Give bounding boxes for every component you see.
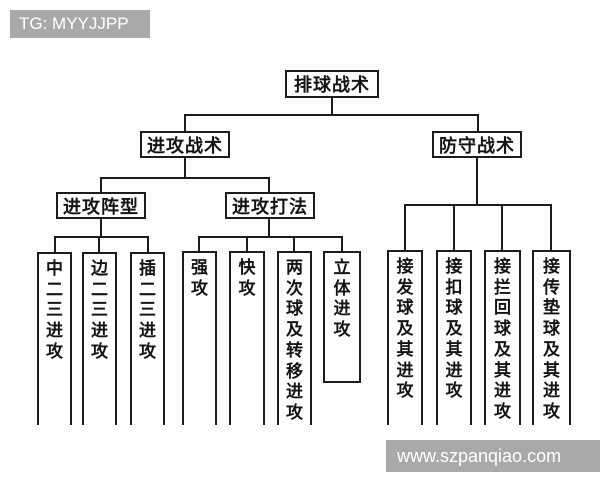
connector-line [453, 204, 455, 250]
connector-line [147, 236, 149, 252]
defense-leaf-box: 接扣球及其进攻 [436, 250, 472, 425]
defense-leaf-box: 接拦回球及其进攻 [484, 250, 521, 425]
connector-line [501, 204, 503, 250]
offense-playstyle-box: 进攻打法 [225, 192, 315, 219]
defense-leaf-label: 接传垫球及其进攻 [543, 257, 560, 423]
watermark-tg-text: TG: MYYJJPP [19, 14, 129, 33]
connector-line [198, 236, 343, 238]
defense-leaf-box: 接传垫球及其进攻 [532, 250, 571, 425]
watermark-site-text: www.szpanqiao.com [397, 445, 562, 466]
offense-tactics-label: 进攻战术 [147, 135, 223, 157]
defense-leaf-box: 接发球及其进攻 [387, 250, 423, 425]
connector-line [100, 177, 270, 179]
formation-leaf-box: 中二三进攻 [37, 252, 72, 425]
connector-line [246, 236, 248, 251]
playstyle-leaf-box: 立体进攻 [323, 251, 361, 383]
defense-tactics-box: 防守战术 [432, 131, 522, 158]
connector-line [331, 98, 333, 114]
defense-tactics-label: 防守战术 [439, 135, 515, 157]
playstyle-leaf-box: 强攻 [182, 251, 217, 425]
watermark-tg-badge: TG: MYYJJPP [10, 10, 150, 38]
defense-leaf-label: 接拦回球及其进攻 [494, 257, 511, 423]
connector-line [268, 177, 270, 192]
defense-leaf-label: 接扣球及其进攻 [445, 257, 463, 402]
playstyle-leaf-label: 快攻 [238, 258, 256, 299]
connector-line [404, 204, 406, 250]
connector-line [184, 114, 479, 116]
connector-line [550, 204, 552, 250]
root-box: 排球战术 [285, 70, 379, 98]
formation-leaf-label: 插二三进攻 [139, 259, 156, 362]
connector-line [100, 177, 102, 192]
connector-line [477, 114, 479, 131]
connector-line [268, 219, 270, 236]
connector-line [341, 236, 343, 251]
connector-line [476, 158, 478, 204]
watermark-site-badge: www.szpanqiao.com [386, 440, 600, 472]
root-label: 排球战术 [294, 75, 370, 96]
playstyle-leaf-box: 快攻 [229, 251, 265, 425]
connector-line [404, 204, 552, 206]
playstyle-leaf-label: 立体进攻 [333, 258, 351, 341]
offense-formation-label: 进攻阵型 [63, 196, 139, 218]
formation-leaf-box: 插二三进攻 [130, 252, 165, 425]
playstyle-leaf-label: 强攻 [191, 258, 208, 299]
connector-line [293, 236, 295, 251]
formation-leaf-box: 边二三进攻 [82, 252, 117, 425]
connector-line [98, 236, 100, 252]
connector-line [100, 219, 102, 236]
connector-line [184, 114, 186, 131]
formation-leaf-label: 中二三进攻 [46, 259, 63, 362]
connector-line [54, 236, 149, 238]
formation-leaf-label: 边二三进攻 [91, 259, 108, 362]
playstyle-leaf-label: 两次球及转移进攻 [286, 258, 303, 424]
connector-line [198, 236, 200, 251]
connector-line [184, 158, 186, 177]
playstyle-leaf-box: 两次球及转移进攻 [277, 251, 312, 425]
offense-playstyle-label: 进攻打法 [232, 196, 308, 218]
connector-line [54, 236, 56, 252]
defense-leaf-label: 接发球及其进攻 [396, 257, 414, 402]
offense-tactics-box: 进攻战术 [140, 131, 230, 158]
offense-formation-box: 进攻阵型 [56, 192, 146, 219]
